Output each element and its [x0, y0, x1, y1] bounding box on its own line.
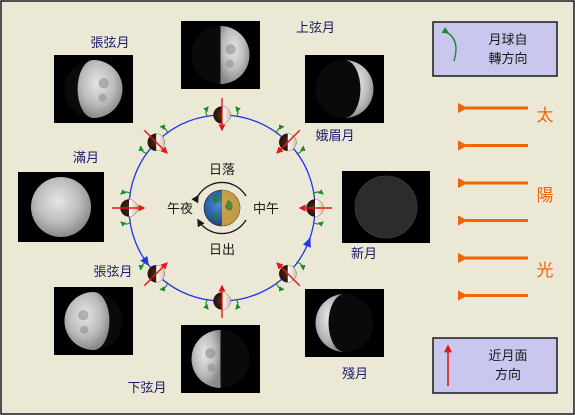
- midnight-label: 午夜: [167, 202, 193, 217]
- near-side-arrow: [143, 262, 168, 287]
- legend-near-side: 近月面 方向: [432, 337, 558, 394]
- orbit-moon-waxing-crescent: [275, 124, 306, 155]
- orbit-direction-arrow: [140, 255, 150, 267]
- sunlight-label-char-3: 光: [537, 261, 554, 281]
- rotation-arrow-icon: [159, 124, 169, 134]
- rotation-arrow-icon: [312, 189, 324, 195]
- rotation-arrow-icon: [296, 261, 306, 271]
- rotation-arrow-icon: [203, 106, 209, 118]
- orbit-moon-full-moon: [112, 189, 146, 227]
- rotation-arrow-icon: [120, 189, 132, 195]
- orbit-moon-waning-crescent: [275, 261, 306, 292]
- phase-photo-last-quarter: [181, 325, 260, 393]
- orbit-direction-arrows: [140, 237, 311, 267]
- earth-rotation-arrow-top: [191, 181, 247, 204]
- rotation-arrow-icon: [203, 298, 209, 310]
- rotation-arrow-icon: [441, 26, 457, 62]
- rotation-arrow-icon: [138, 145, 148, 155]
- phase-label-waning-crescent: 殘月: [342, 366, 368, 382]
- phase-photo-waning-crescent: [305, 289, 384, 357]
- legend-rotation: 月球自 轉方向: [432, 21, 558, 77]
- rotation-arrow-icon: [312, 221, 324, 227]
- legend-rotation-line2: 轉方向: [488, 51, 527, 67]
- earth-rotation-arrow-bottom: [197, 218, 247, 235]
- rotation-arrow-icon: [138, 261, 148, 271]
- near-side-arrow: [143, 129, 168, 154]
- rotation-arrow-icon: [296, 145, 306, 155]
- sunrise-label: 日出: [209, 243, 235, 258]
- legend-rotation-line1: 月球自: [488, 33, 527, 48]
- orbit-direction-arrow: [302, 237, 311, 248]
- rotation-arrow-icon: [275, 282, 285, 292]
- sunlight-label-char-2: 陽: [537, 186, 554, 206]
- phase-label-first-quarter: 上弦月: [296, 20, 335, 36]
- legend-near-side-line2: 方向: [495, 367, 521, 383]
- phase-photo-waning-gibbous: [54, 287, 133, 355]
- sunlight-label-char-1: 太: [537, 106, 554, 126]
- sunlight-arrows: [457, 102, 528, 301]
- near-side-arrow: [276, 129, 301, 154]
- phase-label-waning-gibbous: 張弦月: [93, 264, 132, 280]
- phase-label-last-quarter: 下弦月: [127, 380, 166, 396]
- phase-label-new-moon: 新月: [351, 246, 377, 262]
- phase-photo-first-quarter: [181, 21, 260, 89]
- legend-near-side-line1: 近月面: [488, 349, 527, 364]
- orbit-moon-waning-gibbous: [138, 261, 169, 292]
- orbit-moon-new-moon: [298, 189, 332, 227]
- phase-photo-new-moon: [342, 171, 430, 243]
- sunset-label: 日落: [209, 163, 235, 178]
- orbit-moon-last-quarter: [203, 284, 241, 318]
- rotation-arrow-icon: [120, 221, 132, 227]
- phase-label-full-moon: 滿月: [73, 150, 99, 166]
- earth-landmass: [212, 194, 233, 221]
- near-side-arrow: [276, 262, 301, 287]
- rotation-arrow-icon: [235, 298, 241, 310]
- phase-photo-full-moon: [18, 172, 104, 242]
- orbit-moon-first-quarter: [203, 98, 241, 132]
- rotation-arrow-icon: [159, 282, 169, 292]
- phase-photo-waxing-gibbous: [54, 55, 133, 123]
- phase-photo-waxing-crescent: [305, 55, 384, 123]
- noon-label: 中午: [253, 202, 279, 217]
- rotation-arrow-icon: [235, 106, 241, 118]
- rotation-arrow-icon: [275, 124, 285, 134]
- orbit-moon-waxing-gibbous: [138, 124, 169, 155]
- earth: [203, 189, 241, 227]
- phase-label-waxing-crescent: 娥眉月: [315, 129, 354, 144]
- phase-label-waxing-gibbous: 張弦月: [90, 35, 129, 51]
